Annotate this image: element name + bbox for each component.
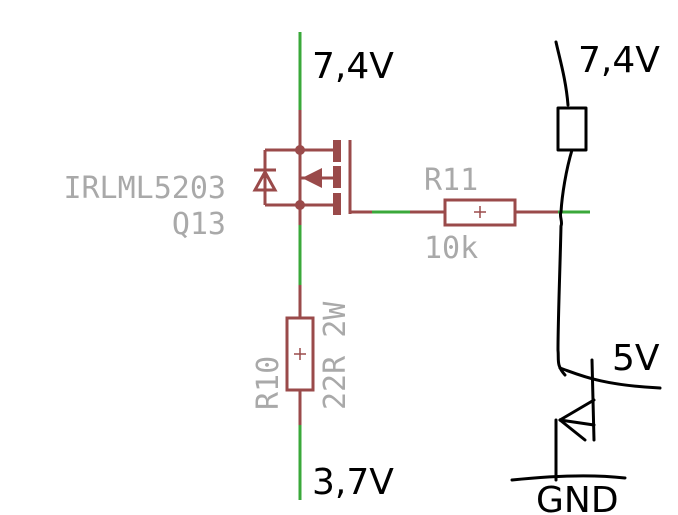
r10-value-label: 22R 2W (318, 301, 353, 410)
mosfet-q13 (252, 110, 372, 225)
r11-ref-label: R11 (424, 163, 478, 198)
hand-resistor (556, 106, 588, 152)
rail-5v-label: 5V (612, 338, 660, 379)
r11-value-label: 10k (424, 231, 478, 266)
resistor-r10 (285, 285, 315, 425)
handdrawn-circuit (510, 40, 662, 482)
mosfet-ref-label: Q13 (172, 207, 226, 242)
rail-bottom-left-label: 3,7V (312, 462, 394, 503)
resistor-r11 (410, 198, 558, 227)
gnd-label: GND (536, 480, 619, 515)
hand-gnd-line (510, 474, 627, 482)
hand-transistor-emitter (558, 418, 587, 442)
hand-transistor-collector (558, 398, 596, 422)
r10-ref-label: R10 (251, 356, 286, 410)
rail-top-left-label: 7,4V (312, 46, 394, 87)
rail-top-right-label: 7,4V (578, 40, 660, 81)
mosfet-part-label: IRLML5203 (63, 171, 226, 206)
hand-wire-vertical (556, 148, 574, 377)
hand-wire-top (554, 40, 570, 107)
hand-wire-5v (558, 366, 662, 390)
hand-transistor-base-lead (558, 418, 596, 427)
